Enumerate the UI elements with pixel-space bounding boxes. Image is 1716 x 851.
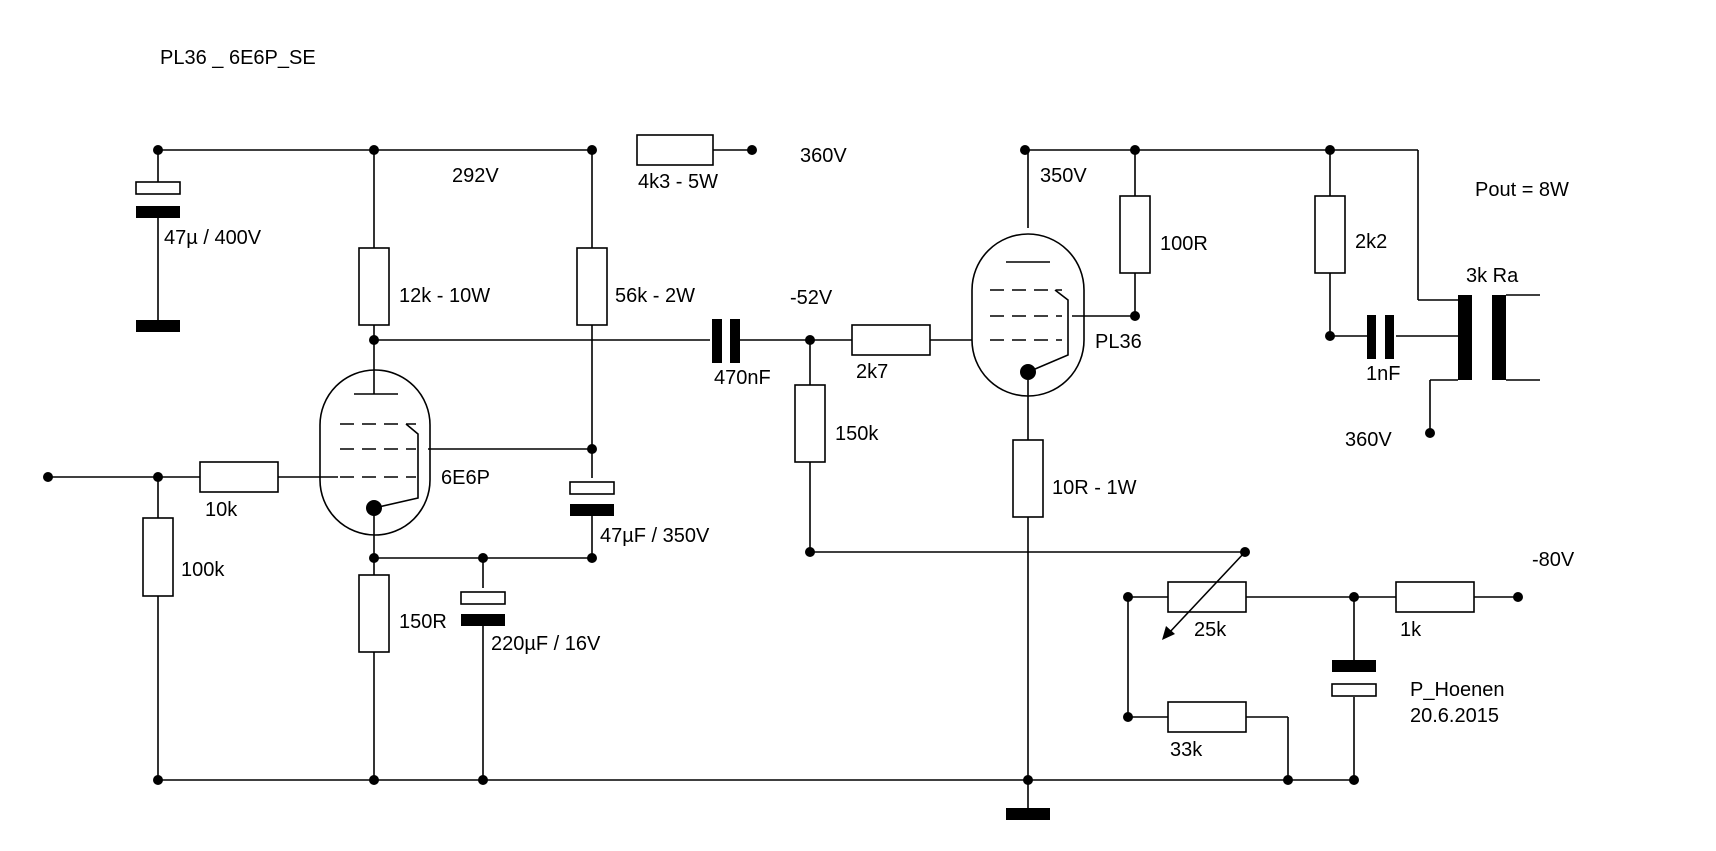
label-r-cathode1: 150R [399, 611, 447, 633]
potentiometer-25k [1167, 581, 1247, 613]
label-v-neg52: -52V [790, 287, 833, 309]
output-transformer [1458, 295, 1506, 380]
label-r-screen1: 56k - 2W [615, 285, 695, 307]
resistor-33k [1167, 701, 1247, 733]
label-pout: Pout = 8W [1475, 179, 1569, 201]
label-transformer: 3k Ra [1466, 265, 1519, 287]
label-r-grid-stop: 2k7 [856, 361, 888, 383]
resistor-10k [199, 461, 279, 493]
resistor-150R [358, 574, 390, 653]
label-r-bias2: 33k [1170, 739, 1203, 761]
tube-6e6p [319, 369, 431, 536]
label-c-snubber: 1nF [1366, 363, 1400, 385]
resistor-2k2 [1314, 195, 1346, 274]
tube-pl36 [971, 233, 1085, 403]
label-c-main: 47µ / 400V [164, 227, 262, 249]
wires [48, 149, 1540, 808]
label-v-supply-top: 360V [800, 145, 847, 167]
label-r-bias: 1k [1400, 619, 1422, 641]
ground-symbol [1006, 808, 1050, 820]
resistor-4k3 [636, 134, 714, 166]
junctions [43, 145, 1523, 785]
capacitors [135, 181, 1394, 820]
label-c-coupling: 470nF [714, 367, 771, 389]
labels: PL36 _ 6E6P_SE 360V 4k3 - 5W 292V 47µ / … [160, 47, 1575, 761]
label-r-anode1: 12k - 10W [399, 285, 490, 307]
resistor-1k [1395, 581, 1475, 613]
diagram-title: PL36 _ 6E6P_SE [160, 47, 316, 69]
label-author: P_Hoenen [1410, 679, 1505, 701]
label-c-screen1: 47µF / 350V [600, 525, 710, 547]
label-tube1: 6E6P [441, 467, 490, 489]
resistor-12k [358, 247, 390, 326]
label-r-dropper: 4k3 - 5W [638, 171, 718, 193]
label-v-supply-bottom: 360V [1345, 429, 1392, 451]
label-r-input-gnd: 100k [181, 559, 225, 581]
resistor-2k7 [851, 324, 931, 356]
resistor-150k [794, 384, 826, 463]
label-date: 20.6.2015 [1410, 705, 1499, 727]
label-v-350: 350V [1040, 165, 1087, 187]
label-r-grid-leak: 150k [835, 423, 879, 445]
label-v-neg80: -80V [1532, 549, 1575, 571]
label-r-input: 10k [205, 499, 238, 521]
resistors [142, 134, 1475, 733]
resistor-100R [1119, 195, 1151, 274]
label-pot-bias: 25k [1194, 619, 1227, 641]
label-r-cathode2: 10R - 1W [1052, 477, 1137, 499]
label-c-cathode1: 220µF / 16V [491, 633, 601, 655]
label-tube2: PL36 [1095, 331, 1142, 353]
label-r-snubber: 2k2 [1355, 231, 1387, 253]
label-v-292: 292V [452, 165, 499, 187]
resistor-100k [142, 517, 174, 597]
label-r-screen2: 100R [1160, 233, 1208, 255]
resistor-56k [576, 247, 608, 326]
resistor-10R [1012, 439, 1044, 518]
